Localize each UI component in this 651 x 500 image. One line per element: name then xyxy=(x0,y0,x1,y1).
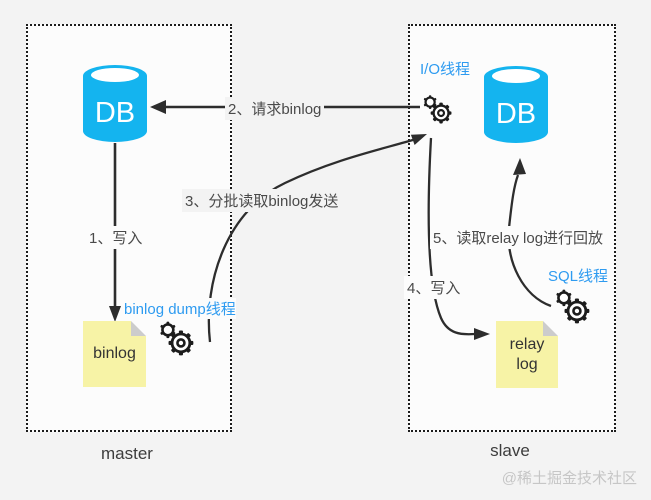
binlog-file-note: binlog xyxy=(83,321,146,387)
io-thread-gear-icon xyxy=(422,94,452,124)
binlog-dump-thread-label: binlog dump线程 xyxy=(124,298,236,319)
io-thread-label: I/O线程 xyxy=(420,61,471,78)
step-5-label: 5、读取relay log进行回放 xyxy=(430,226,607,249)
sql-thread-gear-icon xyxy=(554,288,590,324)
juejin-watermark: @稀土掘金技术社区 xyxy=(501,470,637,487)
binlog-dump-thread-gear-icon xyxy=(158,320,194,356)
step-1-label: 1、写入 xyxy=(86,226,146,249)
arrow-3-send-binlog xyxy=(207,137,417,343)
relay-log-line1: relay xyxy=(509,335,545,353)
master-db-text: DB xyxy=(95,97,135,129)
slave-db-text: DB xyxy=(496,98,536,130)
relay-log-line2: log xyxy=(516,355,538,373)
master-database-icon: DB xyxy=(83,65,147,142)
step-2-label: 2、请求binlog xyxy=(225,97,325,120)
relay-log-file-label: relay log xyxy=(510,335,545,375)
step-3-label: 3、分批读取binlog发送 xyxy=(182,189,342,212)
master-caption: master xyxy=(101,444,153,463)
slave-database-icon: DB xyxy=(484,66,548,143)
binlog-file-label: binlog xyxy=(93,345,136,362)
sql-thread-label: SQL线程 xyxy=(548,268,609,285)
slave-caption: slave xyxy=(490,441,530,460)
step-4-label: 4、写入 xyxy=(404,276,464,299)
relay-log-file-note: relay log xyxy=(496,321,558,388)
